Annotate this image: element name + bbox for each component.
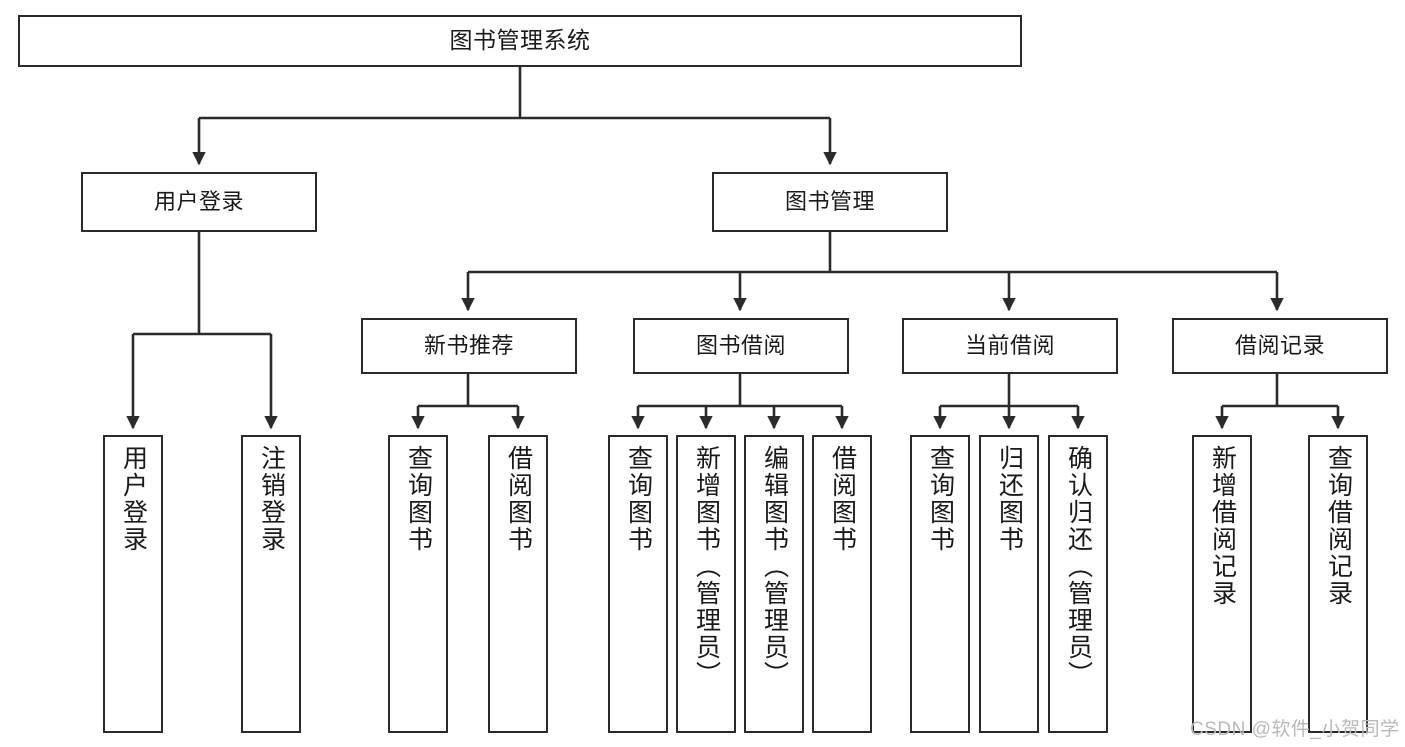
- node-leaf-borrow-edit-book[interactable]: 编辑图书（管理员）: [744, 435, 804, 733]
- node-leaf-recommend-query-book[interactable]: 查询图书: [388, 435, 448, 733]
- node-leaf-borrow-add-book-label: 新增图书（管理员）: [692, 445, 721, 688]
- node-user-login[interactable]: 用户登录: [81, 172, 317, 232]
- node-root[interactable]: 图书管理系统: [18, 15, 1022, 67]
- node-leaf-borrow-borrow-book[interactable]: 借阅图书: [812, 435, 872, 733]
- node-leaf-current-query-book[interactable]: 查询图书: [910, 435, 970, 733]
- node-leaf-user-login-label: 用户登录: [119, 445, 148, 553]
- node-leaf-user-logout[interactable]: 注销登录: [241, 435, 301, 733]
- node-leaf-borrow-query-book-label: 查询图书: [624, 445, 653, 553]
- node-new-book-recommend[interactable]: 新书推荐: [361, 318, 577, 374]
- node-book-management-label: 图书管理: [784, 188, 875, 214]
- node-leaf-recommend-borrow-book[interactable]: 借阅图书: [488, 435, 548, 733]
- node-leaf-user-login[interactable]: 用户登录: [103, 435, 163, 733]
- node-borrow-record[interactable]: 借阅记录: [1172, 318, 1388, 374]
- node-current-borrow[interactable]: 当前借阅: [902, 318, 1118, 374]
- node-book-borrow[interactable]: 图书借阅: [633, 318, 849, 374]
- node-leaf-user-logout-label: 注销登录: [257, 445, 286, 553]
- node-leaf-current-query-book-label: 查询图书: [926, 445, 955, 553]
- node-leaf-borrow-edit-book-label: 编辑图书（管理员）: [760, 445, 789, 688]
- node-leaf-recommend-borrow-book-label: 借阅图书: [504, 445, 533, 553]
- node-leaf-borrow-add-book[interactable]: 新增图书（管理员）: [676, 435, 736, 733]
- node-leaf-current-confirm-return-label: 确认归还（管理员）: [1064, 445, 1093, 688]
- node-leaf-borrow-query-book[interactable]: 查询图书: [608, 435, 668, 733]
- node-user-login-label: 用户登录: [153, 188, 244, 214]
- node-new-book-recommend-label: 新书推荐: [423, 332, 514, 358]
- csdn-watermark: CSDN @软件_小贺同学: [1190, 719, 1400, 740]
- node-leaf-record-query-label: 查询借阅记录: [1324, 445, 1353, 607]
- node-root-label: 图书管理系统: [449, 27, 591, 54]
- node-book-management[interactable]: 图书管理: [712, 172, 948, 232]
- node-current-borrow-label: 当前借阅: [964, 332, 1055, 358]
- node-leaf-current-return-book-label: 归还图书: [995, 445, 1024, 553]
- node-leaf-record-add-label: 新增借阅记录: [1208, 445, 1237, 607]
- node-book-borrow-label: 图书借阅: [695, 332, 786, 358]
- node-leaf-record-query[interactable]: 查询借阅记录: [1308, 435, 1368, 733]
- node-borrow-record-label: 借阅记录: [1234, 332, 1325, 358]
- node-leaf-record-add[interactable]: 新增借阅记录: [1192, 435, 1252, 733]
- node-leaf-current-return-book[interactable]: 归还图书: [979, 435, 1039, 733]
- node-leaf-current-confirm-return[interactable]: 确认归还（管理员）: [1048, 435, 1108, 733]
- node-leaf-recommend-query-book-label: 查询图书: [404, 445, 433, 553]
- node-leaf-borrow-borrow-book-label: 借阅图书: [828, 445, 857, 553]
